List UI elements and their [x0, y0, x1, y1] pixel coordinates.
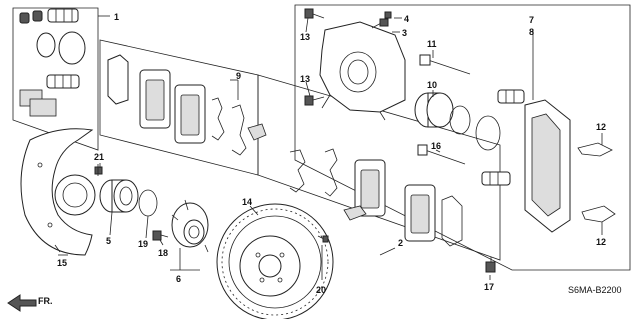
brake-disc: [216, 203, 334, 319]
piston-10: [414, 92, 454, 128]
callout-3: 3: [402, 28, 407, 38]
caliper-box: [294, 4, 631, 271]
hub-bearing: [99, 179, 139, 213]
wheel-hub: [171, 199, 209, 253]
bleeder-3-4: [371, 11, 392, 29]
snap-ring: [138, 189, 158, 217]
pin-16: [417, 144, 466, 165]
callout-5: 5: [106, 236, 111, 246]
bolts-13: [304, 8, 325, 106]
caliper-bracket: [524, 99, 571, 233]
diagram-code: S6MA-B2200: [568, 285, 622, 295]
pad-group-2: [289, 148, 463, 247]
callout-2: 2: [398, 238, 403, 248]
bolt-21: [94, 164, 103, 176]
callout-12-upper: 12: [596, 122, 606, 132]
callout-6: 6: [176, 274, 181, 284]
callout-17: 17: [484, 282, 494, 292]
callout-20: 20: [316, 285, 326, 295]
callout-12-lower: 12: [596, 237, 606, 247]
callout-8: 8: [529, 27, 534, 37]
seal-kit-box: [12, 7, 99, 151]
fr-label: FR.: [38, 296, 53, 306]
pin-11: [419, 54, 471, 75]
seal-kit-parts: [19, 8, 86, 117]
callout-19: 19: [138, 239, 148, 249]
callout-13-upper: 13: [300, 32, 310, 42]
callout-1: 1: [114, 12, 119, 22]
bolt-17: [485, 257, 496, 273]
pin-boots: [481, 89, 525, 186]
callout-16: 16: [431, 141, 441, 151]
callout-10: 10: [427, 80, 437, 90]
callout-21: 21: [94, 152, 104, 162]
callout-9: 9: [236, 71, 241, 81]
piston-seals: [449, 105, 501, 151]
callout-4: 4: [404, 14, 409, 24]
hub-bolt-18: [152, 230, 169, 241]
callout-18: 18: [158, 248, 168, 258]
callout-7: 7: [529, 15, 534, 25]
retainer-clips-12: [577, 142, 616, 223]
screw-20: [317, 235, 329, 243]
pad-set-9: [107, 54, 267, 156]
callout-13-lower: 13: [300, 74, 310, 84]
front-direction-arrow: FR.: [7, 294, 53, 312]
splash-shield: [20, 128, 96, 256]
leader-lines: [58, 15, 603, 280]
callout-11: 11: [427, 39, 437, 49]
callout-14: 14: [242, 197, 252, 207]
callout-15: 15: [57, 258, 67, 268]
caliper-body: [319, 21, 406, 121]
